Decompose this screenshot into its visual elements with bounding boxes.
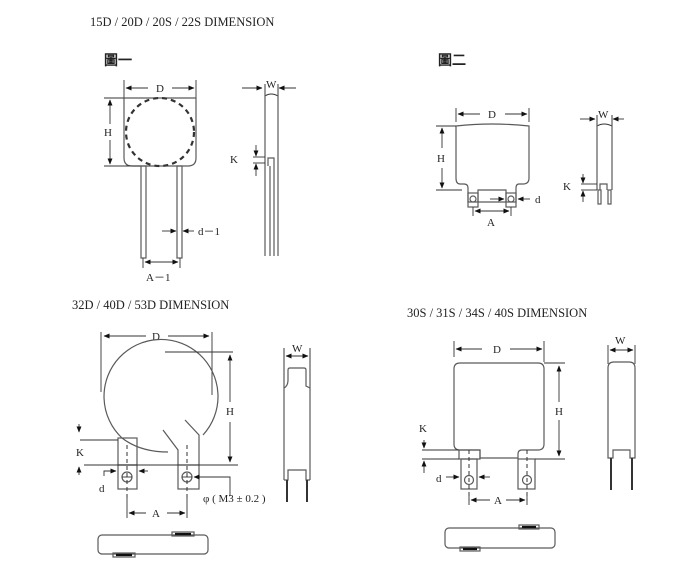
- fig1-dim-A: A－1: [146, 272, 170, 284]
- fig2-dim-d: d: [535, 194, 541, 206]
- fig2-dim-W: W: [598, 109, 609, 121]
- fig3-section: 32D / 40D / 53D DIMENSION D: [72, 298, 311, 558]
- fig3-dim-W: W: [292, 343, 303, 355]
- fig2-front-view: D H d A: [436, 108, 541, 229]
- fig3-dim-D: D: [152, 331, 160, 343]
- fig1-title: 15D / 20D / 20S / 22S DIMENSION: [90, 15, 274, 29]
- fig4-front-view: D H K d: [419, 341, 565, 507]
- fig1-front-view: D H d－1 A－1: [104, 80, 220, 284]
- fig3-dim-H: H: [226, 406, 234, 418]
- fig1-dim-d: d－1: [198, 226, 220, 238]
- fig2-side-view: W K: [563, 109, 624, 205]
- fig3-side-view: W: [283, 343, 311, 502]
- fig1-dim-K: K: [230, 154, 238, 166]
- fig4-section: 30S / 31S / 34S / 40S DIMENSION D H: [407, 306, 636, 552]
- fig1-side-view: W K: [230, 79, 296, 256]
- fig1-dim-H: H: [104, 127, 112, 139]
- fig2-dim-H: H: [437, 153, 445, 165]
- fig3-front-view: D H K: [76, 331, 266, 520]
- fig4-dim-A: A: [494, 495, 502, 507]
- fig4-title: 30S / 31S / 34S / 40S DIMENSION: [407, 306, 587, 320]
- fig1-dim-D: D: [156, 83, 164, 95]
- fig4-dim-H: H: [555, 406, 563, 418]
- fig4-dim-K: K: [419, 423, 427, 435]
- fig4-bottom-view: [444, 524, 556, 552]
- fig2-dim-K: K: [563, 181, 571, 193]
- fig3-title: 32D / 40D / 53D DIMENSION: [72, 298, 229, 312]
- fig4-side-view: W: [607, 335, 636, 490]
- fig3-dim-K: K: [76, 447, 84, 459]
- fig2-dim-D: D: [488, 109, 496, 121]
- fig4-dim-W: W: [615, 335, 626, 347]
- fig1-label: 圖一: [104, 52, 132, 69]
- fig1-dim-W: W: [266, 79, 277, 91]
- fig2-label: 圖二: [438, 52, 466, 69]
- fig4-dim-D: D: [493, 344, 501, 356]
- fig3-hole-spec: φ ( M3 ± 0.2 ): [203, 493, 266, 505]
- fig2-dim-A: A: [487, 217, 495, 229]
- fig3-bottom-view: [97, 531, 209, 558]
- fig1-section: 15D / 20D / 20S / 22S DIMENSION 圖一 D H: [90, 15, 296, 284]
- fig2-section: 圖二 D H d A: [436, 52, 624, 229]
- fig4-dim-d: d: [436, 473, 442, 485]
- fig3-dim-A: A: [152, 508, 160, 520]
- fig3-dim-d: d: [99, 483, 105, 495]
